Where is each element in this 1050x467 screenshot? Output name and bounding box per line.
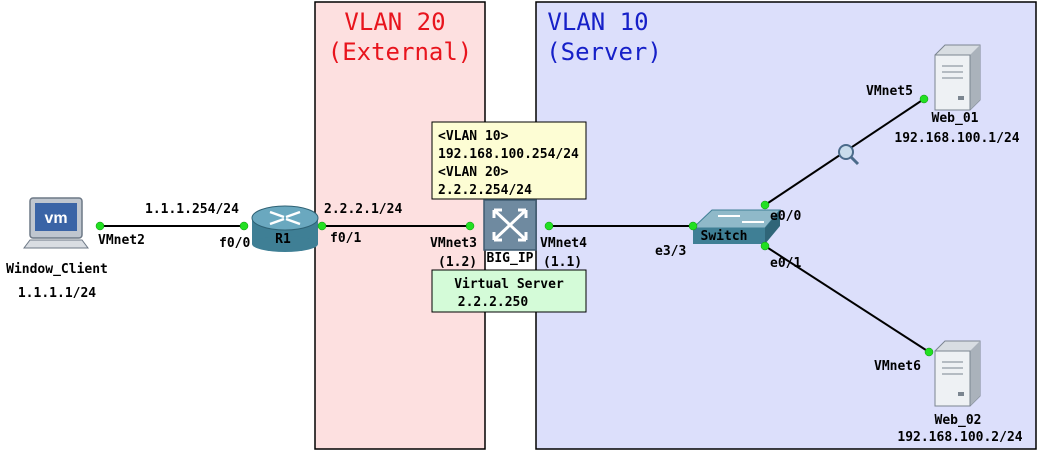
- link-dot: [760, 241, 770, 251]
- link-dot: [95, 221, 105, 231]
- client-port: VMnet2: [98, 233, 145, 248]
- bigip-note-left: (1.2): [438, 255, 477, 270]
- web02-server-icon[interactable]: [934, 340, 981, 407]
- link-dot: [924, 347, 934, 357]
- bigip-name: BIG_IP: [487, 251, 534, 266]
- switch-name: Switch: [701, 229, 748, 244]
- r1-ip-left: 1.1.1.254/24: [145, 202, 239, 217]
- info-vlan10-label: <VLAN 10>: [438, 129, 509, 144]
- link-dot: [688, 221, 698, 231]
- bigip-port-right: VMnet4: [540, 236, 587, 251]
- virtual-server-ip: 2.2.2.250: [458, 295, 529, 310]
- switch-port-left: e3/3: [655, 244, 686, 259]
- switch-port-bottom: e0/1: [770, 256, 801, 271]
- vlan10-subtitle: (Server): [546, 38, 662, 66]
- client-ip: 1.1.1.1/24: [18, 286, 96, 301]
- link-dot: [544, 221, 554, 231]
- link-dot: [465, 221, 475, 231]
- web01-port: VMnet5: [866, 84, 913, 99]
- r1-port-right: f0/1: [330, 231, 361, 246]
- client-name: Window_Client: [6, 262, 108, 277]
- web02-name: Web_02: [935, 413, 982, 428]
- switch-icon[interactable]: [691, 209, 782, 244]
- info-vlan10-ip: 192.168.100.254/24: [438, 147, 579, 162]
- bigip-note-right: (1.1): [543, 255, 582, 270]
- magnifier-icon[interactable]: [838, 144, 860, 166]
- r1-port-left: f0/0: [219, 236, 250, 251]
- link-status-dots: [95, 94, 934, 357]
- info-vlan20-label: <VLAN 20>: [438, 165, 509, 180]
- vlan20-title: VLAN 20: [344, 8, 445, 36]
- link-dot: [760, 200, 770, 210]
- web02-ip: 192.168.100.2/24: [897, 430, 1022, 445]
- link-dot: [317, 221, 327, 231]
- web02-port: VMnet6: [874, 359, 921, 374]
- vm-logo-text: vm: [44, 210, 67, 227]
- web01-name: Web_01: [932, 111, 979, 126]
- r1-ip-right: 2.2.2.1/24: [324, 202, 402, 217]
- r1-name: R1: [275, 232, 291, 247]
- vlan20-subtitle: (External): [328, 38, 473, 66]
- web01-ip: 192.168.100.1/24: [894, 131, 1019, 146]
- virtual-server-box: [431, 269, 587, 313]
- bigip-port-left: VMnet3: [430, 236, 477, 251]
- vlan-ip-info-box: [431, 121, 587, 200]
- link-dot: [239, 221, 249, 231]
- link-switch-web02: [764, 245, 930, 353]
- link-dot: [919, 94, 929, 104]
- info-vlan20-ip: 2.2.2.254/24: [438, 183, 532, 198]
- client-computer-icon[interactable]: vm: [23, 197, 89, 249]
- router-icon[interactable]: [251, 205, 319, 252]
- web01-server-icon[interactable]: [934, 44, 981, 111]
- vlan10-title: VLAN 10: [547, 8, 648, 36]
- switch-port-top: e0/0: [770, 209, 801, 224]
- bigip-icon[interactable]: [483, 199, 537, 251]
- virtual-server-label: Virtual Server: [454, 277, 564, 292]
